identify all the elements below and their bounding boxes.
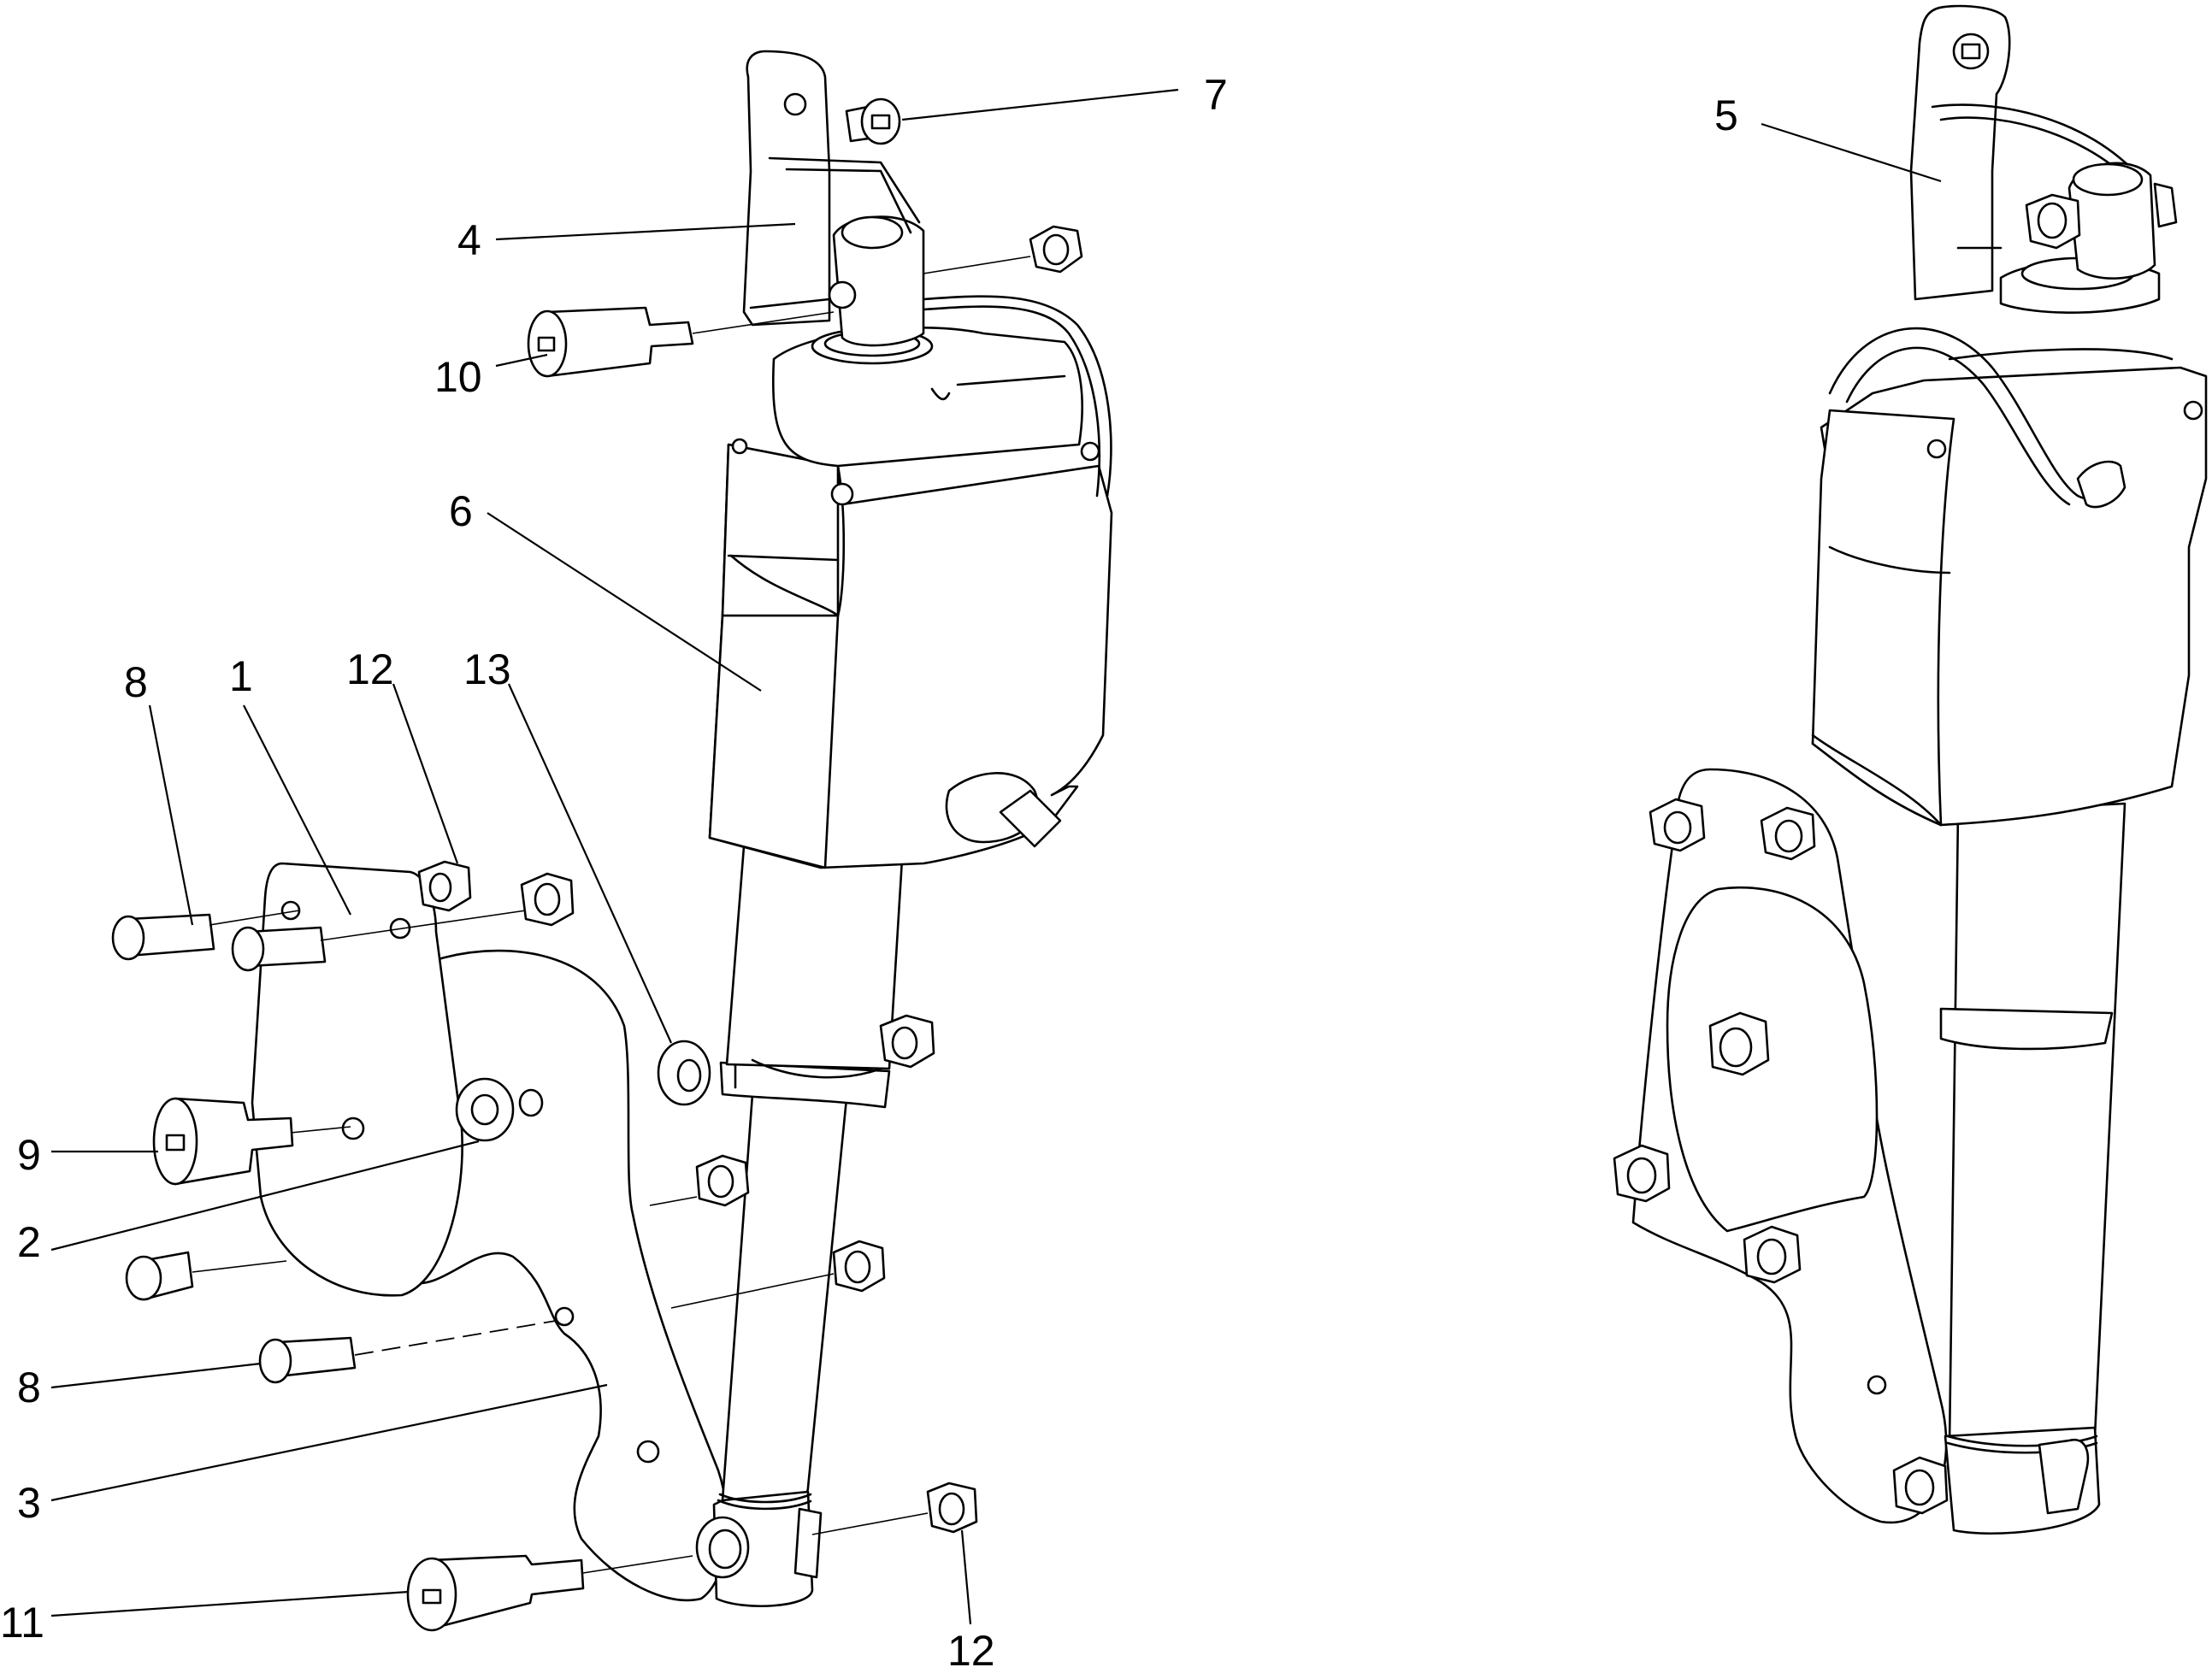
cap-screw-part-10 [527,306,694,378]
linear-actuator-part-6 [708,295,1113,1607]
callout-labels: 7 4 10 6 5 8 1 12 13 9 2 8 3 11 12 [0,71,1738,1675]
callout-1: 1 [229,652,253,700]
callout-5: 5 [1714,91,1738,139]
callout-2: 2 [17,1218,41,1266]
bolt-part-8-lower [258,1336,357,1384]
callout-3: 3 [17,1479,41,1527]
exploded-view [111,50,1113,1632]
washer-part-13 [657,1040,711,1106]
callout-7: 7 [1204,71,1228,119]
mounting-plate-part-1 [251,862,463,1297]
callout-8-lower: 8 [17,1364,41,1411]
callout-12-upper: 12 [346,645,394,693]
callout-10: 10 [434,353,482,401]
rod-eye [695,1516,750,1579]
upper-bracket-part-4 [742,50,925,347]
callout-6: 6 [449,487,473,535]
nut-part-12-lower [926,1482,978,1534]
nuts-plate-right [695,1014,935,1293]
leader-lines [50,88,1942,1625]
bolt-part-7 [845,97,901,145]
washer-part-2 [455,1077,544,1142]
cap-screw-part-11 [406,1554,585,1632]
assembled-nuts [1613,798,1949,1515]
callout-13: 13 [463,645,511,693]
nut-part-12-upper [417,860,575,927]
nut-upper [1029,225,1083,274]
bolt-lower-left [125,1251,194,1301]
callout-11: 11 [0,1599,44,1647]
callout-9: 9 [17,1131,41,1179]
upper-bracket-part-5 [1909,4,2178,301]
cap-screw-part-9 [152,1097,294,1186]
callout-12-lower: 12 [947,1627,995,1675]
callout-4: 4 [457,216,481,264]
assembled-view [1613,4,2208,1535]
callout-8-upper: 8 [124,658,148,706]
